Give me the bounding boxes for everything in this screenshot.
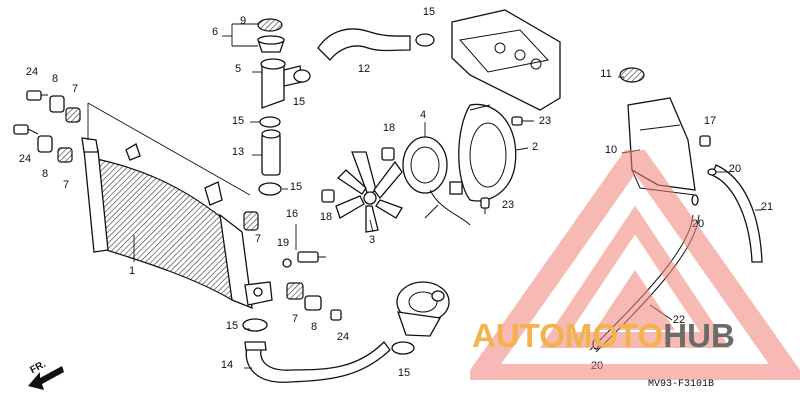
bolt-24-lower (13, 124, 39, 135)
part-label-lbl-15c: 15 (232, 115, 244, 127)
bolt-23-upper (511, 116, 534, 126)
part-label-lbl-15d: 15 (290, 181, 302, 193)
bolt-24-upper (26, 90, 48, 101)
radiator-cap (257, 18, 285, 53)
radiator (81, 137, 273, 310)
automotohub-watermark-logo (470, 150, 800, 380)
part-label-lbl-7a: 7 (72, 83, 78, 95)
part-label-lbl-18b: 18 (320, 211, 332, 223)
part-label-lbl-7c: 7 (255, 233, 261, 245)
part-label-lbl-9: 9 (240, 15, 246, 27)
reserve-tank-cap (619, 67, 645, 83)
thermo-switch (282, 251, 326, 268)
cylinder-head-cover (451, 9, 561, 111)
collar-8-lower (37, 135, 53, 153)
part-label-lbl-15e: 15 (226, 320, 238, 332)
part-label-lbl-21: 21 (761, 201, 773, 213)
part-label-lbl-8c: 8 (311, 321, 317, 333)
part-label-lbl-20a: 20 (729, 163, 741, 175)
grommet-7-lower (57, 147, 73, 163)
bolt-23-lower (480, 197, 490, 214)
part-label-lbl-15f: 15 (398, 367, 410, 379)
hose-clamp-15-neck (293, 69, 311, 83)
siphon-tube-21 (711, 164, 763, 263)
part-label-lbl-10: 10 (605, 144, 617, 156)
part-label-lbl-24b: 24 (19, 153, 31, 165)
part-label-lbl-7b: 7 (63, 179, 69, 191)
part-label-lbl-17: 17 (704, 115, 716, 127)
bolt-24-bottom (330, 309, 342, 321)
hose-clamp-15-bottom-right (391, 341, 415, 355)
part-label-lbl-12: 12 (358, 63, 370, 75)
nut-18-lower (321, 189, 335, 203)
part-label-lbl-7d: 7 (292, 313, 298, 325)
part-label-lbl-3: 3 (369, 234, 375, 246)
hose-clamp-15-mid (259, 116, 281, 128)
part-label-lbl-1: 1 (129, 265, 135, 277)
part-label-lbl-14: 14 (221, 359, 233, 371)
filler-neck (260, 58, 303, 109)
part-label-lbl-23a: 23 (539, 115, 551, 127)
grommet-7-bottom (286, 282, 304, 300)
part-label-lbl-6: 6 (212, 26, 218, 38)
part-label-lbl-23b: 23 (502, 199, 514, 211)
part-label-lbl-18a: 18 (383, 122, 395, 134)
watermark-text-part2: HUB (663, 317, 735, 354)
nut-18-upper (381, 147, 395, 161)
part-label-lbl-11: 11 (600, 68, 611, 80)
collar-8-upper (49, 95, 65, 113)
part-label-lbl-16: 16 (286, 208, 298, 220)
part-label-lbl-22: 22 (673, 314, 685, 326)
cooling-fan (335, 151, 403, 233)
part-label-lbl-4: 4 (420, 109, 426, 121)
part-label-lbl-24a: 24 (26, 66, 38, 78)
clip-20-mid (691, 194, 699, 206)
front-direction-arrow (28, 366, 64, 390)
part-label-lbl-2: 2 (532, 141, 538, 153)
part-label-lbl-19: 19 (277, 237, 289, 249)
hose-13 (261, 129, 281, 176)
hose-12 (317, 28, 411, 61)
water-pump (396, 281, 450, 337)
part-label-lbl-24c: 24 (337, 331, 349, 343)
bolt-17 (699, 135, 711, 147)
watermark-text-part1: AUTOMOTO (472, 317, 664, 354)
collar-8-bottom (304, 295, 322, 311)
grommet-7-mid (243, 211, 259, 231)
grommet-7-upper (65, 107, 81, 123)
part-label-lbl-15b: 15 (293, 96, 305, 108)
part-label-lbl-8a: 8 (52, 73, 58, 85)
part-label-lbl-15a: 15 (423, 6, 435, 18)
drawing-code: MV93-F3101B (648, 379, 715, 390)
hose-clamp-15-top (415, 33, 435, 47)
hose-clamp-15-bottom-left (242, 318, 268, 332)
part-label-lbl-5: 5 (235, 63, 241, 75)
hose-14 (244, 341, 391, 383)
part-label-lbl-13: 13 (232, 146, 244, 158)
part-label-lbl-8b: 8 (42, 168, 48, 180)
fan-shroud (458, 103, 517, 202)
watermark-text: AUTOMOTOHUB (472, 317, 735, 355)
hose-clamp-15-low (258, 182, 282, 196)
